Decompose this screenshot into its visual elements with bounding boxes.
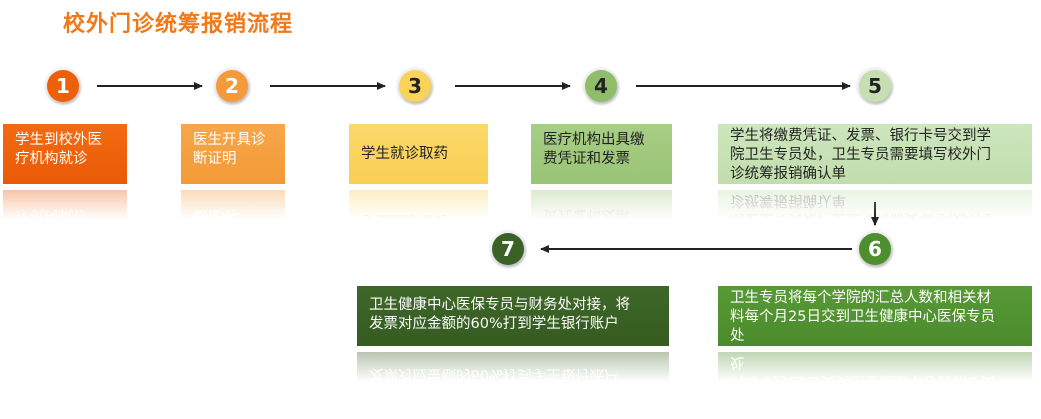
step-4-number: 4: [585, 70, 617, 102]
step-1-text: 学生到校外医 疗机构就诊: [15, 132, 102, 167]
step-1-number: 1: [47, 70, 79, 102]
step-2-box: 医生开具诊 断证明: [181, 124, 285, 184]
page-title: 校外门诊统筹报销流程: [63, 12, 294, 37]
step-6-text: 卫生专员将每个学院的汇总人数和相关材 料每个月25日交到卫生健康中心医保专员 处: [730, 290, 995, 344]
step-3-number: 3: [399, 70, 431, 102]
step-3-box: 学生就诊取药: [349, 124, 488, 184]
step-6-box: 卫生专员将每个学院的汇总人数和相关材 料每个月25日交到卫生健康中心医保专员 处: [718, 286, 1032, 346]
step-5-box: 学生将缴费凭证、发票、银行卡号交到学 院卫生专员处，卫生专员需要填写校外门 诊统…: [718, 124, 1032, 184]
step-5-number: 5: [859, 70, 891, 102]
step-7-box: 卫生健康中心医保专员与财务处对接，将 发票对应金额的60%打到学生银行账户: [357, 286, 669, 346]
step-7-text: 卫生健康中心医保专员与财务处对接，将 发票对应金额的60%打到学生银行账户: [369, 297, 630, 332]
step-3-text: 学生就诊取药: [361, 146, 448, 162]
step-4-box: 医疗机构出具缴 费凭证和发票: [531, 124, 672, 184]
step-2-text: 医生开具诊 断证明: [193, 132, 266, 167]
step-2-number: 2: [216, 70, 248, 102]
step-5-text: 学生将缴费凭证、发票、银行卡号交到学 院卫生专员处，卫生专员需要填写校外门 诊统…: [730, 128, 991, 182]
step-4-text: 医疗机构出具缴 费凭证和发票: [543, 132, 645, 167]
step-1-box: 学生到校外医 疗机构就诊: [3, 124, 127, 184]
step-7-number: 7: [492, 233, 524, 265]
step-6-number: 6: [859, 233, 891, 265]
